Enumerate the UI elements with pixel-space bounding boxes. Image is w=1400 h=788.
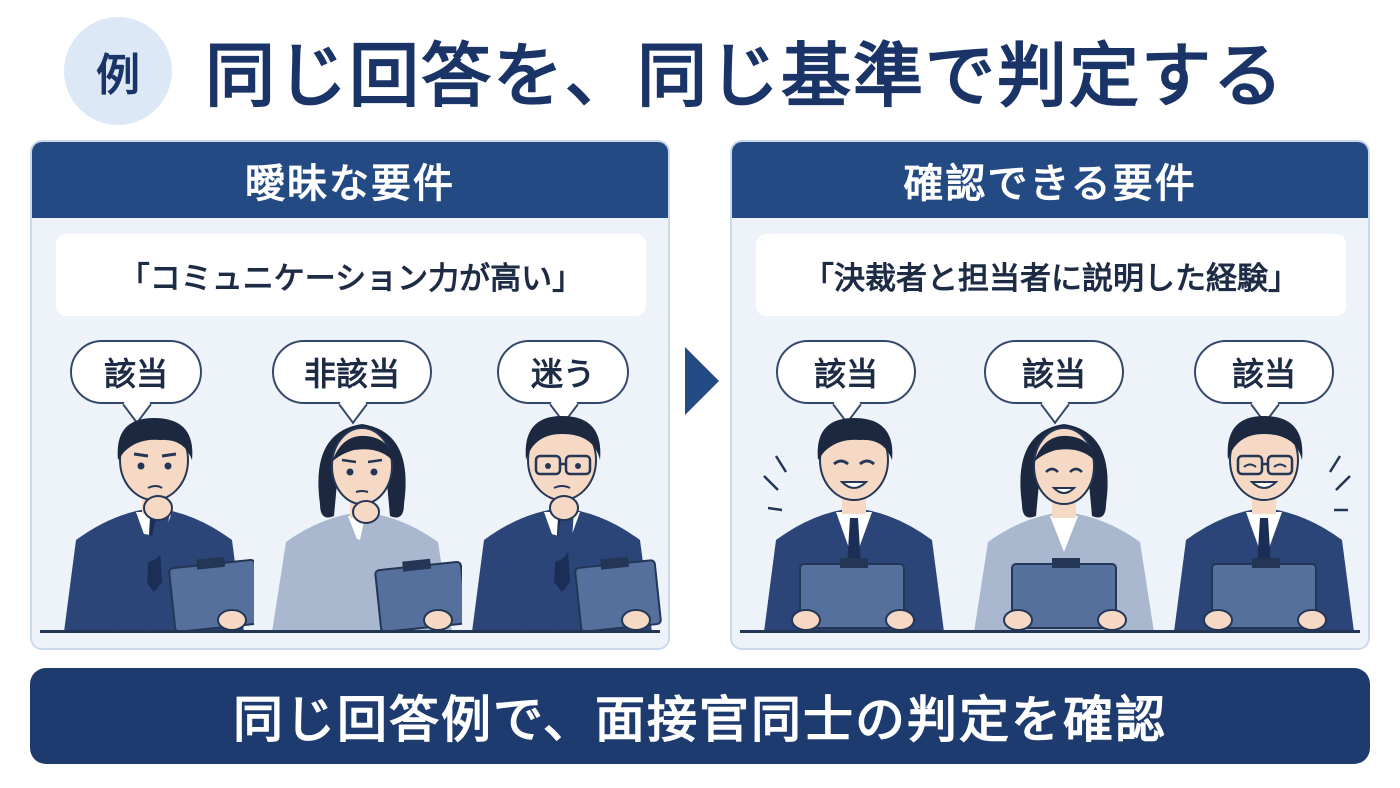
- page-title: 同じ回答を、同じ基準で判定する: [205, 34, 1285, 117]
- panel-header-ambiguous: 曖昧な要件: [32, 142, 668, 218]
- conclusion-banner: 同じ回答例で、面接官同士の判定を確認: [30, 668, 1370, 764]
- judgment-bubble-1: 該当: [776, 340, 916, 425]
- interviewer-man-thinking-illustration: [64, 418, 254, 632]
- ambiguous-requirement-panel: 曖昧な要件 「コミュニケーション力が高い」 該当 非該当 迷う: [30, 140, 670, 650]
- interviewer-man-glasses-thinking-illustration: [472, 416, 662, 632]
- interviewer-woman-smiling-illustration: [974, 424, 1154, 632]
- verifiable-quote: 「決裁者と担当者に説明した経験」: [756, 234, 1346, 316]
- table-edge: [740, 630, 1360, 633]
- judgment-bubble-2: 該当: [984, 340, 1124, 425]
- interviewer-woman-thinking-illustration: [272, 424, 462, 632]
- table-edge: [40, 630, 660, 633]
- example-badge: 例: [64, 17, 172, 125]
- interviewer-man-glasses-smiling-illustration: [1174, 416, 1354, 632]
- judgment-bubble-3: 迷う: [497, 340, 629, 425]
- judgment-bubble-1: 該当: [70, 340, 202, 425]
- ambiguous-quote: 「コミュニケーション力が高い」: [56, 234, 646, 316]
- arrow-right-icon: [685, 347, 719, 415]
- verifiable-requirement-panel: 確認できる要件 「決裁者と担当者に説明した経験」 該当 該当 該当: [730, 140, 1370, 650]
- judgment-bubble-2: 非該当: [272, 340, 432, 425]
- judgment-bubble-3: 該当: [1194, 340, 1334, 425]
- panel-header-verifiable: 確認できる要件: [732, 142, 1368, 218]
- interviewer-man-smiling-illustration: [763, 418, 944, 632]
- conclusion-text: 同じ回答例で、面接官同士の判定を確認: [233, 691, 1167, 749]
